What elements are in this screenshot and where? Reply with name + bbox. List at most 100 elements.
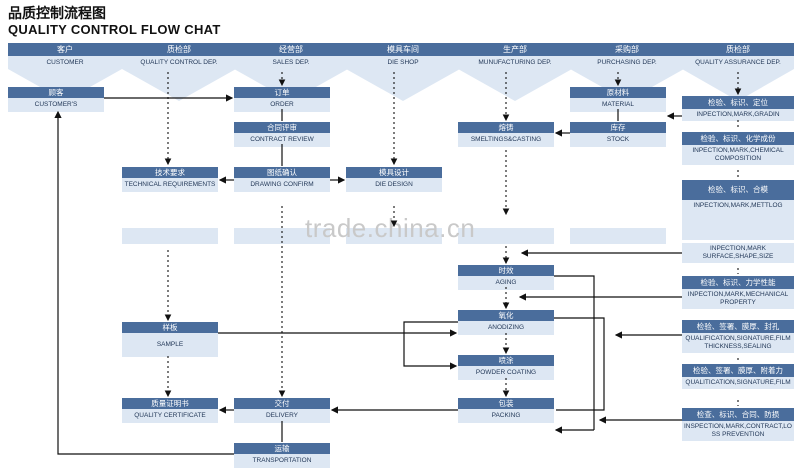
step-contract-review: 合同评审 CONTRACT REVIEW — [234, 122, 330, 147]
step-label-cn: 运输 — [234, 443, 330, 454]
column-header-cn: 模具车间 — [346, 43, 460, 56]
check-chemical-composition: 检验、标识、化学成份 INPECTION,MARK,CHEMICAL COMPO… — [682, 132, 794, 165]
step-label-cn: 库存 — [570, 122, 666, 133]
step-label-en: DELIVERY — [234, 409, 330, 423]
step-label-en: TRANSPORTATION — [234, 454, 330, 468]
step-customers: 顾客 CUSTOMER'S — [8, 87, 104, 112]
check-label-cn: 检验、签署、膜厚、附着力 — [682, 364, 794, 377]
step-sample: 样板 SAMPLE — [122, 322, 218, 357]
step-label-cn: 图纸确认 — [234, 167, 330, 178]
step-label-cn: 订单 — [234, 87, 330, 98]
check-label-cn: 检验、标识、化学成份 — [682, 132, 794, 145]
step-label-en: ANODIZING — [458, 321, 554, 335]
step-label-en: SMELTINGS&CASTING — [458, 133, 554, 147]
step-label-en: PACKING — [458, 409, 554, 423]
step-label-cn: 包装 — [458, 398, 554, 409]
step-label-en: CUSTOMER'S — [8, 98, 104, 112]
column-header-cn: 质检部 — [682, 43, 794, 56]
check-label-en: QUALIFICATION,SIGNATURE,FILM THICKNESS,S… — [682, 333, 794, 353]
step-label-cn: 样板 — [122, 322, 218, 333]
step-label-cn: 喷涂 — [458, 355, 554, 366]
step-label-cn: 原材料 — [570, 87, 666, 98]
check-label-cn: 检查、标识、合同、防损 — [682, 408, 794, 421]
step-label-cn: 合同评审 — [234, 122, 330, 133]
step-label-cn: 技术要求 — [122, 167, 218, 178]
column-header-cn: 采购部 — [570, 43, 684, 56]
column-header-en: QUALITY ASSURANCE DEP. — [682, 56, 794, 69]
step-order: 订单 ORDER — [234, 87, 330, 112]
check-label-cn: 检验、签署、膜厚、封孔 — [682, 320, 794, 333]
step-label-en: SAMPLE — [122, 333, 218, 357]
column-header-cn: 质检部 — [122, 43, 236, 56]
step-label-cn: 顾客 — [8, 87, 104, 98]
check-mechanical-property: 检验、标识、力学性能 INPECTION,MARK,MECHANICAL PRO… — [682, 276, 794, 309]
step-die-design: 模具设计 DIE DESIGN — [346, 167, 442, 192]
column-header-en: DIE SHOP — [346, 56, 460, 69]
step-label-cn: 交付 — [234, 398, 330, 409]
check-label-cn: 检验、标识、力学性能 — [682, 276, 794, 289]
check-label-en: INPECTION,MARK,METTLOG — [682, 200, 794, 240]
step-label-en: AGING — [458, 276, 554, 290]
column-header-manufacturing: 生产部 MUNUFACTURING DEP. — [458, 43, 572, 101]
check-label-en: INPECTION,MARK,CHEMICAL COMPOSITION — [682, 145, 794, 165]
page-title-chinese: 品质控制流程图 — [8, 6, 106, 22]
check-film: 检验、签署、膜厚、附着力 QUALITICATION,SIGNATURE,FIL… — [682, 364, 794, 389]
step-label-en: POWDER COATING — [458, 366, 554, 380]
step-label-en: DIE DESIGN — [346, 178, 442, 192]
step-anodizing: 氧化 ANODIZING — [458, 310, 554, 335]
check-label-en: INPECTION,MARK SURFACE,SHAPE,SIZE — [682, 243, 794, 263]
step-label-en: STOCK — [570, 133, 666, 147]
step-technical-requirements: 技术要求 TECHNICAL REQUIREMENTS — [122, 167, 218, 192]
column-header-en: CUSTOMER — [8, 56, 122, 69]
page-title: QUALITY CONTROL FLOW CHAT — [8, 22, 221, 37]
arrow-anodizing-powder-loop — [403, 321, 458, 370]
column-header-quality-control: 质检部 QUALITY CONTROL DEP. — [122, 43, 236, 101]
arrow-transport-to-customers — [54, 110, 234, 455]
column-header-en: MUNUFACTURING DEP. — [458, 56, 572, 69]
blank-block — [122, 228, 218, 244]
line-anodizing-packing — [554, 317, 605, 411]
line-aging-down — [554, 275, 595, 430]
check-label-en: QUALITICATION,SIGNATURE,FILM — [682, 377, 794, 389]
step-label-en: QUALITY CERTIFICATE — [122, 409, 218, 423]
step-powder-coating: 喷涂 POWDER COATING — [458, 355, 554, 380]
step-delivery: 交付 DELIVERY — [234, 398, 330, 423]
step-transportation: 运输 TRANSPORTATION — [234, 443, 330, 468]
column-header-en: PURCHASING DEP. — [570, 56, 684, 69]
step-label-cn: 氧化 — [458, 310, 554, 321]
watermark-text: trade.china.cn — [305, 213, 476, 243]
check-label-cn: 检验、标识、定位 — [682, 96, 794, 109]
step-smelting-casting: 熔铸 SMELTINGS&CASTING — [458, 122, 554, 147]
blank-block — [570, 228, 666, 244]
check-label-en: INSPECTION,MARK,CONTRACT,LOSS PREVENTION — [682, 421, 794, 441]
step-label-cn: 质量证明书 — [122, 398, 218, 409]
column-header-die-shop: 模具车间 DIE SHOP — [346, 43, 460, 101]
check-film-thickness-sealing: 检验、签署、膜厚、封孔 QUALIFICATION,SIGNATURE,FILM… — [682, 320, 794, 353]
check-label-cn: 检验、标识、合模 — [682, 180, 794, 200]
step-label-cn: 时效 — [458, 265, 554, 276]
blank-block — [458, 228, 554, 244]
check-loss-prevention: 检查、标识、合同、防损 INSPECTION,MARK,CONTRACT,LOS… — [682, 408, 794, 441]
step-label-cn: 模具设计 — [346, 167, 442, 178]
column-header-cn: 经营部 — [234, 43, 348, 56]
step-drawing-confirm: 图纸确认 DRAWING CONFIRM — [234, 167, 330, 192]
column-header-en: SALES DEP. — [234, 56, 348, 69]
column-header-cn: 生产部 — [458, 43, 572, 56]
check-surface-shape-size: INPECTION,MARK SURFACE,SHAPE,SIZE — [682, 243, 794, 263]
column-header-cn: 客户 — [8, 43, 122, 56]
step-quality-certificate: 质量证明书 QUALITY CERTIFICATE — [122, 398, 218, 423]
step-aging: 时效 AGING — [458, 265, 554, 290]
column-header-en: QUALITY CONTROL DEP. — [122, 56, 236, 69]
step-label-en: TECHNICAL REQUIREMENTS — [122, 178, 218, 192]
check-label-en: INPECTION,MARK,MECHANICAL PROPERTY — [682, 289, 794, 309]
step-label-cn: 熔铸 — [458, 122, 554, 133]
step-material: 原材料 MATERIAL — [570, 87, 666, 112]
step-label-en: DRAWING CONFIRM — [234, 178, 330, 192]
step-packing: 包装 PACKING — [458, 398, 554, 423]
blank-block — [346, 228, 442, 244]
check-label-en: INPECTION,MARK,GRADIN — [682, 109, 794, 121]
check-grading: 检验、标识、定位 INPECTION,MARK,GRADIN — [682, 96, 794, 121]
column-header-quality-assurance: 质检部 QUALITY ASSURANCE DEP. — [682, 43, 794, 101]
check-mettlog: 检验、标识、合模 INPECTION,MARK,METTLOG — [682, 180, 794, 240]
